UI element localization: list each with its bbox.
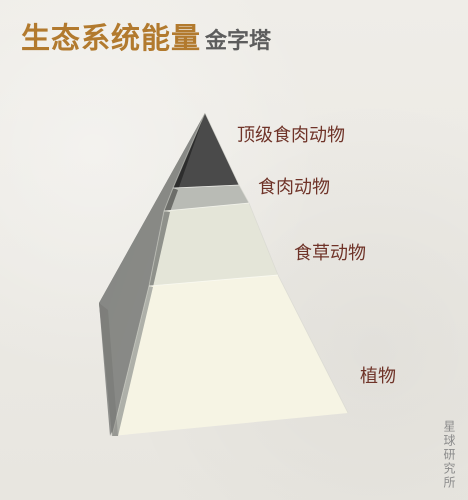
pyramid-tier-herbivores (149, 203, 278, 286)
title-sub: 金字塔 (205, 29, 272, 54)
title-main: 生态系统能量 (21, 21, 202, 55)
watermark: 星球研究所 (442, 420, 456, 490)
page-title: 生态系统能量金字塔 (21, 24, 271, 53)
label-carnivores: 食肉动物 (258, 177, 330, 198)
pyramid-tier-top-carnivores (173, 113, 239, 188)
label-plants: 植物 (360, 366, 396, 387)
pyramid-tier-plants (112, 275, 348, 436)
pyramid-tier-carnivores (164, 185, 249, 211)
label-top-carnivores: 顶级食肉动物 (237, 125, 345, 146)
label-herbivores: 食草动物 (294, 243, 366, 264)
